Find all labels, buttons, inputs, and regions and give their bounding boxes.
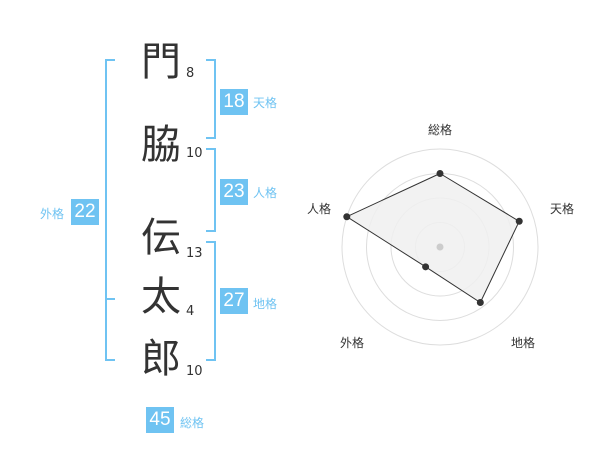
radar-axis-label-tenkaku: 天格 (550, 202, 575, 216)
gaikaku-value: 22 (71, 199, 99, 225)
name-char-4: 太 (141, 274, 181, 320)
stroke-count-4: 4 (186, 304, 195, 319)
radar-ring-4 (341, 148, 539, 346)
radar-axis-label-jinkaku: 人格 (307, 202, 332, 216)
stroke-count-5: 10 (186, 364, 203, 379)
jinkaku-label: 人格 (253, 186, 278, 200)
chikaku-value: 27 (220, 288, 248, 314)
stroke-count-2: 10 (186, 146, 203, 161)
radar-axis-label-gaikaku: 外格 (340, 336, 365, 350)
jinkaku-bracket (206, 148, 216, 232)
radar-point-1 (436, 170, 444, 177)
radar-polygon (345, 172, 520, 304)
chikaku-bracket (206, 241, 216, 361)
gaikaku-label: 外格 (40, 207, 65, 221)
radar-point-3 (476, 298, 484, 306)
name-char-5: 郎 (141, 336, 181, 382)
tenkaku-bracket (206, 59, 216, 139)
radar-center (436, 243, 444, 251)
chikaku-label: 地格 (253, 297, 278, 311)
gaikaku-connector (105, 298, 115, 300)
radar-axis-label-soukaku: 総格 (428, 123, 453, 137)
radar-point-5 (343, 213, 351, 221)
name-char-3: 伝 (141, 215, 181, 261)
tenkaku-label: 天格 (253, 96, 278, 110)
soukaku-value: 45 (146, 407, 174, 433)
jinkaku-value: 23 (220, 179, 248, 205)
stroke-count-1: 8 (186, 66, 195, 81)
stroke-count-3: 13 (186, 246, 203, 261)
radar-point-2 (515, 217, 523, 225)
radar-axis-label-chikaku: 地格 (511, 336, 536, 350)
tenkaku-value: 18 (220, 89, 248, 115)
name-char-1: 門 (141, 39, 181, 85)
name-char-2: 脇 (141, 122, 181, 168)
radar-point-4 (422, 263, 430, 271)
gaikaku-bracket (105, 59, 115, 361)
soukaku-label: 総格 (180, 416, 205, 430)
